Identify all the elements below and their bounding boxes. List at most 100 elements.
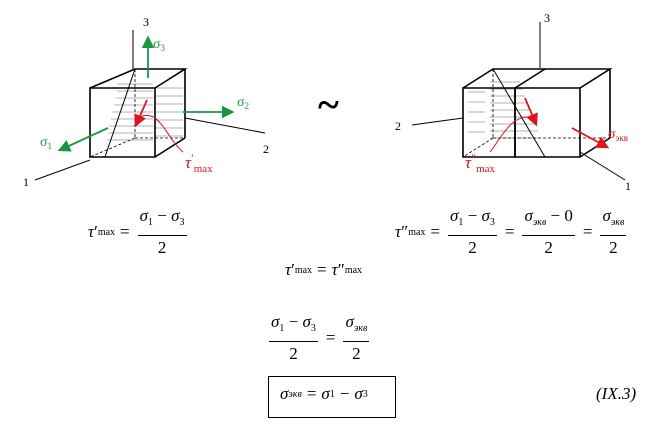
eq2-fraction-3: σэкв 2 bbox=[600, 206, 627, 258]
eq-fractions-equal: σ1 − σ3 2 = σэкв 2 bbox=[266, 312, 372, 364]
eq2-minus-1: − bbox=[467, 206, 478, 225]
eq5-sekv-sub: экв bbox=[288, 388, 302, 400]
eq2-equals-1: = bbox=[430, 222, 440, 241]
eq3-dprime: ″ bbox=[337, 260, 345, 279]
eq1-prime: ′ bbox=[94, 222, 98, 241]
eq2-equals-2: = bbox=[504, 222, 515, 241]
left-cube bbox=[89, 68, 188, 158]
eq4-fraction-2: σэкв 2 bbox=[343, 312, 370, 364]
eq2-denominator-3: 2 bbox=[609, 238, 618, 257]
left-tau-leader bbox=[139, 114, 184, 153]
eq5-s3: σ bbox=[354, 384, 363, 403]
eq4-minus: − bbox=[288, 312, 299, 331]
right-axis-1-label: 1 bbox=[625, 179, 631, 193]
eq4-equals: = bbox=[325, 328, 336, 347]
eq2-sekv-2-sub: экв bbox=[610, 217, 625, 228]
eq2-minus-2: − bbox=[550, 206, 561, 225]
eq3-equals: = bbox=[317, 260, 327, 279]
eq4-denominator-1: 2 bbox=[289, 344, 298, 363]
eq1-fraction: σ1 − σ3 2 bbox=[137, 206, 187, 258]
eq4-s3: σ bbox=[302, 312, 311, 331]
right-axis-3-label: 3 bbox=[544, 11, 550, 25]
eq1-denominator: 2 bbox=[157, 238, 167, 257]
eq3-prime: ′ bbox=[291, 260, 295, 279]
eq4-s3-sub: 3 bbox=[310, 323, 316, 334]
left-sigma2-label: σ2 bbox=[237, 95, 249, 111]
eq2-numerator-2: σэкв − 0 bbox=[522, 206, 575, 236]
eq-tau-equality: τ′max = τ″max bbox=[285, 260, 362, 280]
right-stress-element: 3 2 1 σэкв τ″max bbox=[395, 11, 631, 193]
eq2-denominator-1: 2 bbox=[468, 238, 477, 257]
eq1-s3-sub: 3 bbox=[179, 217, 185, 228]
right-axis-1 bbox=[579, 151, 626, 181]
eq4-sekv-sub: экв bbox=[353, 323, 368, 334]
left-axis-3-label: 3 bbox=[143, 15, 149, 29]
eq3-max-1: max bbox=[294, 264, 313, 276]
equation-number: (IX.3) bbox=[596, 384, 637, 403]
left-tau-arrow bbox=[134, 99, 148, 128]
eq2-equals-3: = bbox=[582, 222, 593, 241]
eq2-dprime: ″ bbox=[401, 222, 409, 241]
eq2-max: max bbox=[408, 226, 426, 238]
eq1-max: max bbox=[97, 226, 116, 238]
left-hatch bbox=[107, 83, 183, 141]
eq2-denominator-2: 2 bbox=[544, 238, 553, 257]
right-tau-max-label: τ″max bbox=[465, 151, 496, 175]
eq2-numerator-1: σ1 − σ3 bbox=[448, 206, 497, 236]
eq3-tau-2: τ bbox=[331, 260, 338, 279]
eq5-s1: σ bbox=[321, 384, 330, 403]
right-sigma-ekv-label: σэкв bbox=[608, 127, 628, 143]
eq4-s1-sub: 1 bbox=[279, 323, 285, 334]
eq4-sekv: σ bbox=[345, 312, 354, 331]
eq5-equals: = bbox=[306, 384, 317, 403]
right-cube bbox=[462, 68, 613, 158]
eq2-zero: 0 bbox=[564, 206, 573, 225]
eq5-minus: − bbox=[339, 384, 350, 403]
right-axis-2 bbox=[411, 117, 464, 126]
final-equation-box bbox=[268, 376, 396, 418]
right-tau-arrow bbox=[524, 97, 538, 127]
eq2-sekv-sub: экв bbox=[532, 217, 547, 228]
eq5-s1-sub: 1 bbox=[329, 388, 335, 400]
left-tau-max-label: τ′max bbox=[185, 151, 213, 175]
right-sigma-ekv-arrow bbox=[571, 127, 610, 149]
left-stress-element: 3 2 1 σ3 σ2 σ1 τ′max bbox=[23, 15, 269, 189]
eq1-minus: − bbox=[157, 206, 167, 225]
left-axis-1-label: 1 bbox=[23, 175, 29, 189]
eq-tau-dprime: τ″max = σ1 − σ3 2 = σэкв − 0 2 = σэкв 2 bbox=[395, 206, 629, 258]
eq2-s3-sub: 3 bbox=[489, 217, 495, 228]
eq4-fraction-1: σ1 − σ3 2 bbox=[269, 312, 318, 364]
eq2-s1-sub: 1 bbox=[458, 217, 464, 228]
eq5-sekv: σ bbox=[280, 384, 289, 403]
eq3-tau-1: τ bbox=[285, 260, 292, 279]
eq1-s1: σ bbox=[139, 206, 149, 225]
eq2-numerator-3: σэкв bbox=[600, 206, 627, 236]
eq1-equals: = bbox=[120, 222, 130, 241]
eq2-s1: σ bbox=[450, 206, 459, 225]
eq2-sekv: σ bbox=[524, 206, 533, 225]
right-axis-2-label: 2 bbox=[395, 119, 401, 133]
left-axis-2-label: 2 bbox=[263, 142, 269, 156]
eq2-s3: σ bbox=[481, 206, 490, 225]
eq1-tau: τ bbox=[88, 222, 95, 241]
stress-diagrams: 3 2 1 σ3 σ2 σ1 τ′max ~ bbox=[23, 11, 631, 193]
eq1-numerator: σ1 − σ3 bbox=[137, 206, 187, 236]
eq4-numerator-1: σ1 − σ3 bbox=[269, 312, 318, 342]
eq3-max-2: max bbox=[344, 264, 363, 276]
eq4-s1: σ bbox=[271, 312, 280, 331]
eq1-s3: σ bbox=[171, 206, 180, 225]
eq4-denominator-2: 2 bbox=[352, 344, 361, 363]
eq4-numerator-2: σэкв bbox=[343, 312, 370, 342]
eq2-fraction-1: σ1 − σ3 2 bbox=[448, 206, 497, 258]
equivalence-tilde: ~ bbox=[318, 82, 339, 127]
eq2-tau: τ bbox=[395, 222, 402, 241]
left-sigma1-arrow bbox=[57, 127, 109, 152]
left-axis-2 bbox=[184, 117, 266, 134]
left-sigma1-label: σ1 bbox=[40, 135, 52, 151]
eq5-s3-sub: 3 bbox=[362, 388, 368, 400]
eq2-sekv-2: σ bbox=[602, 206, 611, 225]
right-tau-leader bbox=[489, 116, 533, 153]
left-axis-1 bbox=[34, 159, 91, 181]
eq1-s1-sub: 1 bbox=[148, 217, 154, 228]
